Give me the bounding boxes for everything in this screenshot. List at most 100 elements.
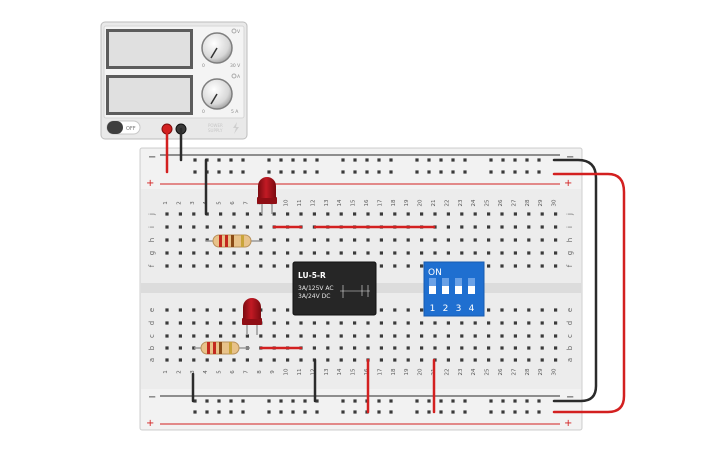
wires[interactable]: [165, 127, 626, 414]
breadboard-hole[interactable]: [446, 334, 450, 338]
breadboard-hole[interactable]: [433, 346, 437, 350]
relay[interactable]: LU-5-R 3A/125V AC 3A/24V DC: [292, 261, 377, 316]
breadboard-hole[interactable]: [272, 238, 276, 242]
breadboard-hole[interactable]: [473, 358, 477, 362]
current-knob[interactable]: A 0 5 A: [201, 73, 241, 115]
rail-hole[interactable]: [291, 399, 295, 403]
breadboard-hole[interactable]: [353, 346, 357, 350]
breadboard-hole[interactable]: [554, 212, 558, 216]
breadboard-hole[interactable]: [527, 334, 531, 338]
breadboard-hole[interactable]: [420, 346, 424, 350]
rail-hole[interactable]: [279, 158, 283, 162]
breadboard-hole[interactable]: [312, 212, 316, 216]
rail-hole[interactable]: [279, 399, 283, 403]
breadboard-hole[interactable]: [406, 321, 410, 325]
breadboard-hole[interactable]: [527, 264, 531, 268]
rail-hole[interactable]: [513, 170, 517, 174]
breadboard-hole[interactable]: [245, 225, 249, 229]
rail-hole[interactable]: [451, 399, 455, 403]
rail-hole[interactable]: [501, 170, 505, 174]
breadboard-hole[interactable]: [366, 212, 370, 216]
breadboard-hole[interactable]: [500, 238, 504, 242]
breadboard-hole[interactable]: [312, 346, 316, 350]
breadboard-hole[interactable]: [393, 251, 397, 255]
breadboard-hole[interactable]: [272, 264, 276, 268]
breadboard-hole[interactable]: [165, 308, 169, 312]
breadboard-hole[interactable]: [527, 346, 531, 350]
rail-hole[interactable]: [341, 410, 345, 414]
rail-hole[interactable]: [291, 158, 295, 162]
led-top[interactable]: [257, 177, 277, 214]
breadboard-hole[interactable]: [339, 334, 343, 338]
breadboard-hole[interactable]: [379, 321, 383, 325]
breadboard-hole[interactable]: [192, 225, 196, 229]
rail-hole[interactable]: [241, 170, 245, 174]
breadboard-hole[interactable]: [312, 321, 316, 325]
breadboard-hole[interactable]: [487, 251, 491, 255]
breadboard-hole[interactable]: [245, 358, 249, 362]
rail-hole[interactable]: [315, 158, 319, 162]
breadboard-hole[interactable]: [232, 334, 236, 338]
rail-hole[interactable]: [267, 158, 271, 162]
rail-hole[interactable]: [377, 410, 381, 414]
breadboard-hole[interactable]: [554, 321, 558, 325]
breadboard-hole[interactable]: [178, 358, 182, 362]
rail-hole[interactable]: [513, 399, 517, 403]
breadboard-hole[interactable]: [420, 308, 424, 312]
breadboard-hole[interactable]: [232, 225, 236, 229]
breadboard-hole[interactable]: [165, 321, 169, 325]
wire-rail-power-loop[interactable]: [552, 172, 626, 414]
breadboard-hole[interactable]: [500, 264, 504, 268]
breadboard-hole[interactable]: [178, 238, 182, 242]
breadboard-hole[interactable]: [446, 212, 450, 216]
rail-hole[interactable]: [501, 158, 505, 162]
breadboard-hole[interactable]: [272, 334, 276, 338]
breadboard-hole[interactable]: [433, 334, 437, 338]
rail-hole[interactable]: [279, 170, 283, 174]
breadboard-hole[interactable]: [178, 334, 182, 338]
breadboard-hole[interactable]: [165, 212, 169, 216]
breadboard-hole[interactable]: [353, 321, 357, 325]
breadboard-hole[interactable]: [487, 225, 491, 229]
rail-hole[interactable]: [341, 158, 345, 162]
breadboard-hole[interactable]: [219, 321, 223, 325]
breadboard-hole[interactable]: [500, 346, 504, 350]
rail-hole[interactable]: [217, 399, 221, 403]
breadboard-hole[interactable]: [513, 308, 517, 312]
breadboard-hole[interactable]: [460, 238, 464, 242]
rail-hole[interactable]: [389, 158, 393, 162]
rail-hole[interactable]: [365, 170, 369, 174]
breadboard-hole[interactable]: [554, 238, 558, 242]
rail-hole[interactable]: [427, 410, 431, 414]
breadboard-hole[interactable]: [299, 212, 303, 216]
breadboard-hole[interactable]: [487, 308, 491, 312]
rail-hole[interactable]: [353, 170, 357, 174]
rail-hole[interactable]: [489, 410, 493, 414]
breadboard-hole[interactable]: [219, 358, 223, 362]
breadboard-hole[interactable]: [286, 251, 290, 255]
breadboard-hole[interactable]: [326, 212, 330, 216]
breadboard-hole[interactable]: [393, 358, 397, 362]
rail-hole[interactable]: [439, 170, 443, 174]
breadboard-hole[interactable]: [487, 334, 491, 338]
breadboard-hole[interactable]: [192, 346, 196, 350]
breadboard-hole[interactable]: [178, 251, 182, 255]
rail-hole[interactable]: [489, 170, 493, 174]
breadboard-hole[interactable]: [178, 264, 182, 268]
breadboard-hole[interactable]: [219, 264, 223, 268]
rail-hole[interactable]: [193, 410, 197, 414]
breadboard-hole[interactable]: [366, 321, 370, 325]
rail-hole[interactable]: [377, 399, 381, 403]
rail-hole[interactable]: [315, 170, 319, 174]
breadboard-hole[interactable]: [540, 238, 544, 242]
breadboard-hole[interactable]: [406, 238, 410, 242]
breadboard-hole[interactable]: [366, 346, 370, 350]
rail-hole[interactable]: [303, 410, 307, 414]
rail-hole[interactable]: [427, 399, 431, 403]
breadboard-hole[interactable]: [219, 334, 223, 338]
breadboard-hole[interactable]: [513, 334, 517, 338]
breadboard-hole[interactable]: [286, 308, 290, 312]
rail-hole[interactable]: [315, 410, 319, 414]
breadboard-hole[interactable]: [379, 346, 383, 350]
breadboard-hole[interactable]: [513, 264, 517, 268]
